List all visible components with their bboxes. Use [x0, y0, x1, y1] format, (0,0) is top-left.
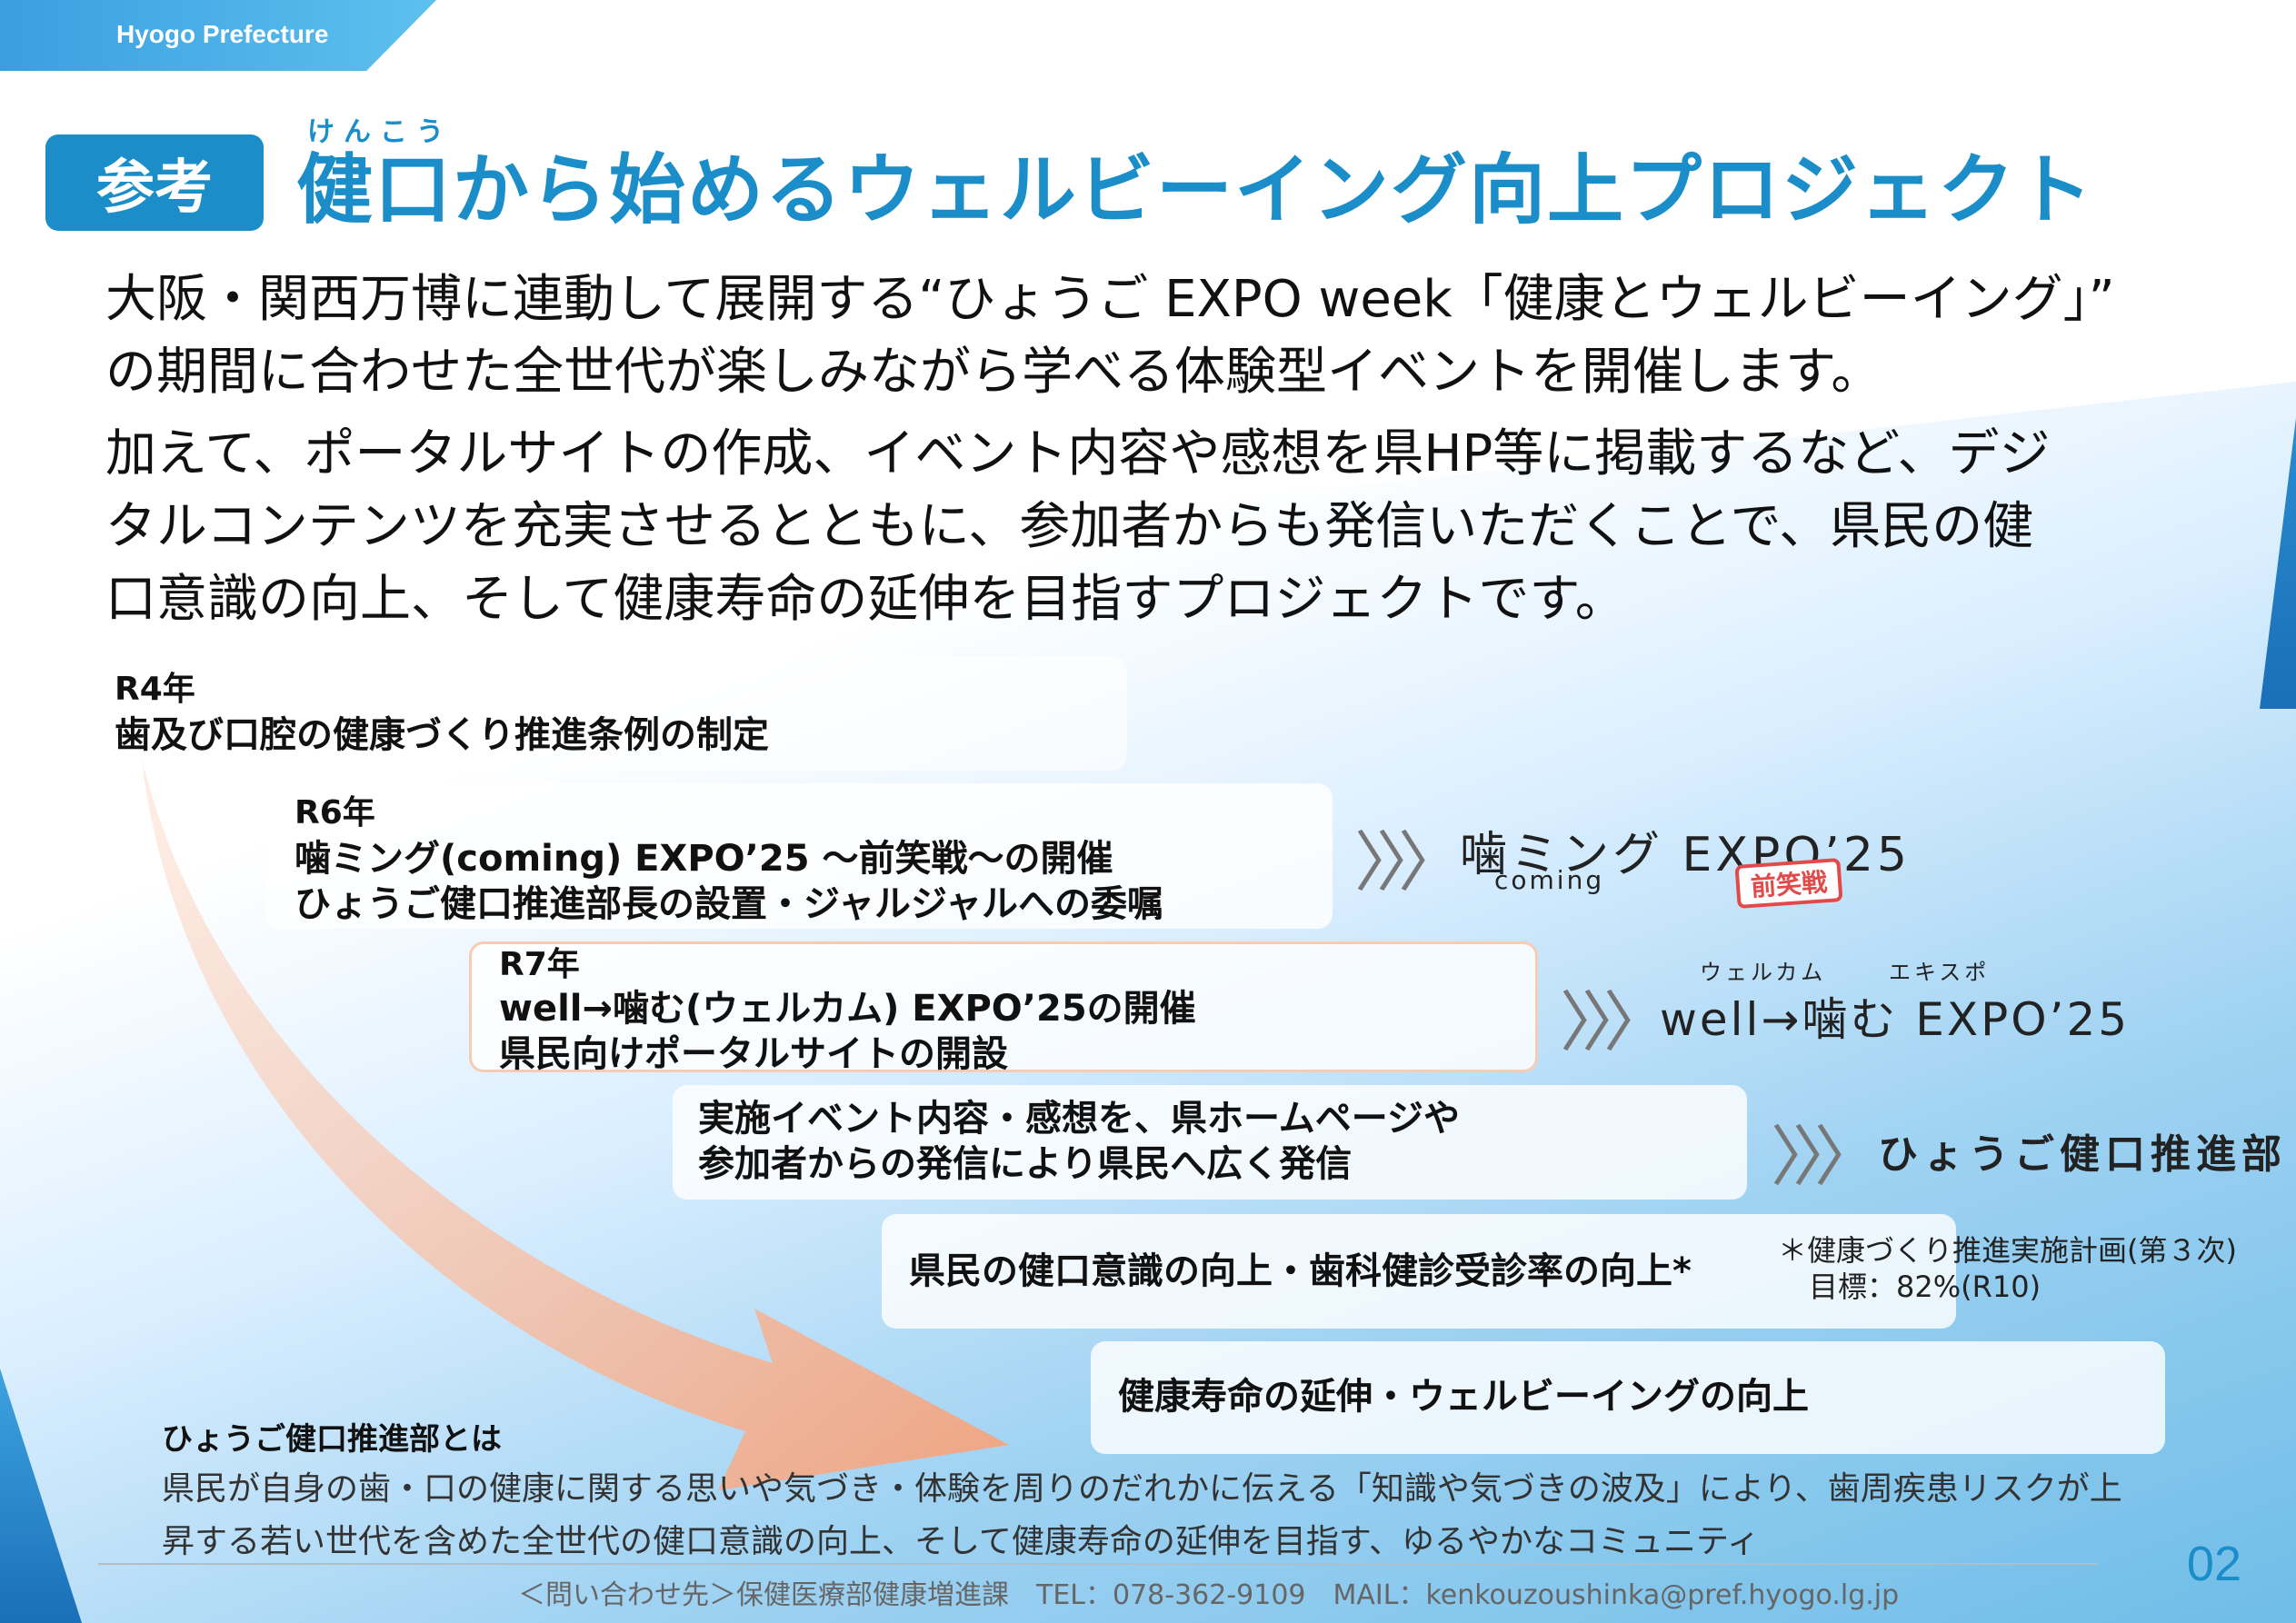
dept-logo: ひょうご健口推進部 — [1878, 1131, 2287, 1178]
reference-badge: 参考 — [45, 134, 264, 231]
step-year: R7年 — [499, 946, 580, 983]
step-wellbeing: 健康寿命の延伸・ウェルビーイングの向上 — [1091, 1341, 2165, 1454]
title-ruby: けんこう — [307, 116, 453, 148]
intro-paragraph-1: 大阪・関西万博に連動して展開する“ひょうご EXPO week「健康とウェルビー… — [105, 264, 2223, 409]
footer-divider — [98, 1563, 2098, 1565]
page-number: 02 — [2186, 1537, 2241, 1591]
about-line: 昇する若い世代を含めた全世代の健口意識の向上、そして健康寿命の延伸を目指す、ゆる… — [162, 1523, 1760, 1560]
step-r4: R4年 歯及び口腔の健康づくり推進条例の制定 — [91, 656, 1127, 771]
note-line: ＊健康づくり推進実施計画(第３次) — [1778, 1233, 2237, 1268]
step-text: 参加者からの発信により県民へ広く発信 — [698, 1143, 1353, 1185]
intro-line: タルコンテンツを充実させるとともに、参加者からも発信いただくことで、県民の健 — [105, 497, 2034, 556]
intro-line: の期間に合わせた全世代が楽しみながら学べる体験型イベントを開催します。 — [105, 343, 1882, 402]
zensho-stamp: 前笑戦 — [1734, 858, 1843, 909]
step-text: 健康寿命の延伸・ウェルビーイングの向上 — [1118, 1376, 1809, 1418]
arrow-shape — [141, 754, 1009, 1490]
welcome-ruby-1: ウェルカム — [1700, 960, 1827, 985]
step-text: 噛ミング(coming) EXPO’25 ～前笑戦～の開催 — [294, 838, 1113, 880]
step-text: well→噛む(ウェルカム) EXPO’25の開催 — [499, 988, 1196, 1030]
step-r6: R6年 噛ミング(coming) EXPO’25 ～前笑戦～の開催 ひょうご健口… — [265, 783, 1333, 929]
about-heading: ひょうご健口推進部とは — [162, 1421, 502, 1458]
intro-line: 口意識の向上、そして健康寿命の延伸を目指すプロジェクトです。 — [105, 570, 1626, 629]
step-text: 実施イベント内容・感想を、県ホームページや — [698, 1098, 1460, 1140]
step-year: R6年 — [294, 794, 375, 831]
step-text: 歯及び口腔の健康づくり推進条例の制定 — [115, 714, 769, 756]
about-line: 県民が自身の歯・口の健康に関する思いや気づき・体験を周りのだれかに伝える「知識や… — [162, 1470, 2122, 1508]
step-publish: 実施イベント内容・感想を、県ホームページや 参加者からの発信により県民へ広く発信 — [673, 1085, 1747, 1200]
welcome-expo-logo: well→噛む EXPO’25 — [1660, 993, 2131, 1046]
prefecture-tab: Hyogo Prefecture — [0, 0, 436, 71]
target-note: ＊健康づくり推進実施計画(第３次) 目標：82%(R10) — [1778, 1232, 2237, 1305]
step-text: 県民向けポータルサイトの開設 — [499, 1033, 1008, 1075]
step-text: ひょうご健口推進部長の設置・ジャルジャルへの委嘱 — [294, 883, 1163, 925]
note-line: 目標：82%(R10) — [1809, 1270, 2041, 1304]
intro-line: 加えて、ポータルサイトの作成、イベント内容や感想を県HP等に掲載するなど、デジ — [105, 424, 2051, 483]
step-year: R4年 — [115, 671, 195, 708]
step-text: 県民の健口意識の向上・歯科健診受診率の向上* — [909, 1250, 1692, 1292]
prefecture-label: Hyogo Prefecture — [116, 20, 329, 48]
intro-line: 大阪・関西万博に連動して展開する“ひょうご EXPO week「健康とウェルビー… — [105, 270, 2115, 329]
chevron-icon: 〉〉〉 — [1560, 984, 1669, 1060]
chevron-icon: 〉〉〉 — [1354, 824, 1463, 901]
coming-expo-sub: coming — [1494, 865, 1605, 895]
step-awareness: 県民の健口意識の向上・歯科健診受診率の向上* — [882, 1214, 1956, 1329]
contact-info: ＜問い合わせ先＞保健医療部健康増進課 TEL：078-362-9109 MAIL… — [518, 1579, 1900, 1611]
step-r7: R7年 well→噛む(ウェルカム) EXPO’25の開催 県民向けポータルサイ… — [469, 941, 1538, 1075]
chevron-icon: 〉〉〉 — [1771, 1119, 1880, 1195]
intro-paragraph-2: 加えて、ポータルサイトの作成、イベント内容や感想を県HP等に掲載するなど、デジ … — [105, 418, 2223, 636]
about-body: 県民が自身の歯・口の健康に関する思いや気づき・体験を周りのだれかに伝える「知識や… — [162, 1463, 2161, 1568]
welcome-ruby-2: エキスポ — [1889, 960, 1991, 985]
page-title: 健口から始めるウェルビーイング向上プロジェクト — [296, 145, 2095, 234]
